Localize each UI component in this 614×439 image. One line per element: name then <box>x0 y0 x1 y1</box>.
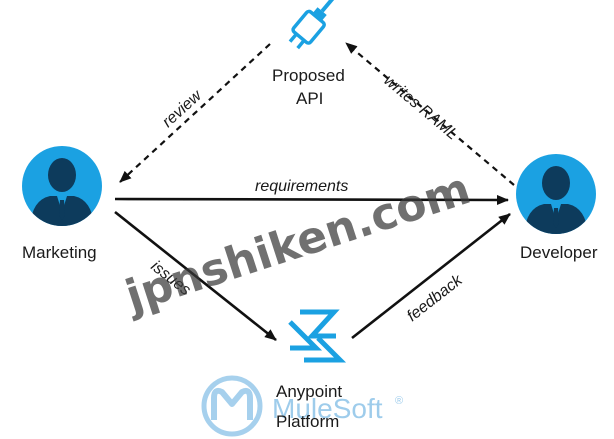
node-anypoint-label-line1: Anypoint <box>276 382 342 401</box>
edge-review-label: review <box>159 86 206 131</box>
edge-writes-raml-label: writes RAML <box>380 72 460 143</box>
edge-review-arrow <box>119 43 271 183</box>
mulesoft-logo-text: MuleSoft <box>272 393 383 424</box>
node-marketing: Marketing <box>22 146 102 262</box>
anypoint-platform-icon <box>288 309 347 363</box>
person-icon <box>22 146 102 226</box>
mulesoft-logo-icon <box>201 375 263 437</box>
plug-connector-icon <box>288 0 336 50</box>
edge-issues-arrow <box>114 210 277 342</box>
edge-requirements-arrow <box>114 194 509 205</box>
node-anypoint-label-line2: Platform <box>276 412 339 431</box>
mulesoft-logo: MuleSoft ® <box>201 375 403 437</box>
mulesoft-registered-mark: ® <box>395 395 403 407</box>
node-proposed-api-label-line2: API <box>296 89 323 108</box>
person-icon <box>516 154 596 234</box>
edge-feedback-arrow <box>351 212 511 340</box>
node-developer-label: Developer <box>520 243 598 262</box>
node-anypoint: Anypoint Platform <box>276 309 347 431</box>
node-marketing-label: Marketing <box>22 243 97 262</box>
node-proposed-api: Proposed API <box>272 0 345 108</box>
node-proposed-api-label-line1: Proposed <box>272 66 345 85</box>
edge-requirements-label: requirements <box>255 178 348 195</box>
edge-feedback-label: feedback <box>404 271 466 325</box>
edge-writes-raml-arrow <box>345 42 515 186</box>
node-developer: Developer <box>516 154 598 262</box>
